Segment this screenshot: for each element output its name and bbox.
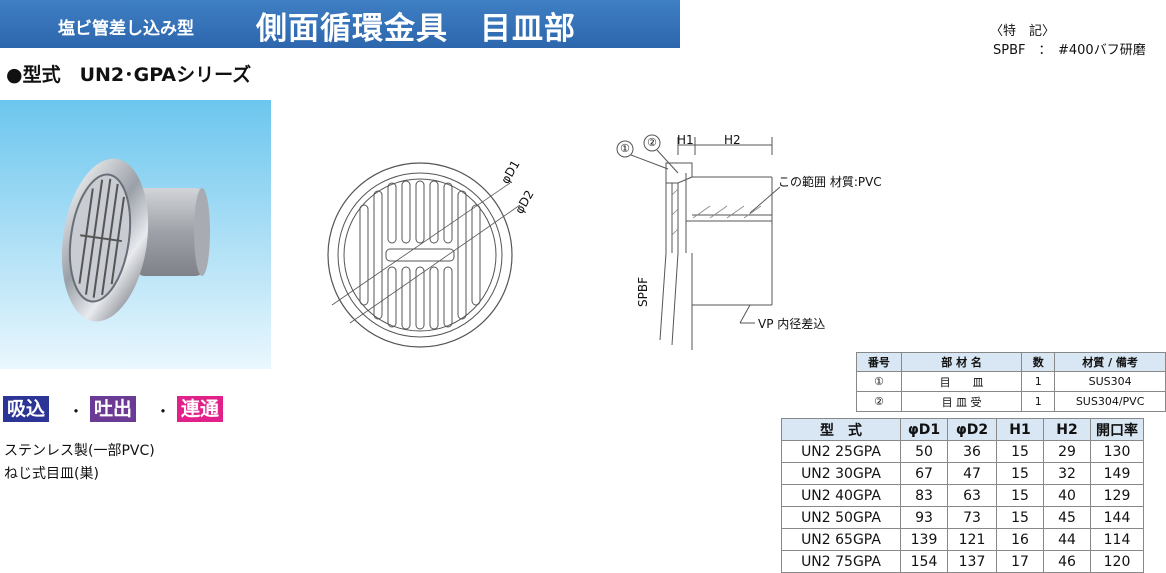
table-row: UN2 75GPA 154 137 17 46 120 xyxy=(781,550,1144,573)
spec-table: 型 式 φD1 φD2 H1 H2 開口率 UN2 25GPA 50 36 15… xyxy=(781,418,1144,573)
table-cell: 目 皿 xyxy=(900,371,1023,392)
h2-label: H2 xyxy=(724,133,741,147)
table-cell: 47 xyxy=(947,462,997,485)
table-cell: 40 xyxy=(1043,484,1091,507)
table-cell: 144 xyxy=(1090,506,1144,529)
table-cell: 93 xyxy=(900,506,948,529)
table-cell: 114 xyxy=(1090,528,1144,551)
parts-header-row: 番号 部 材 名 数 材質 / 備考 xyxy=(856,352,1166,372)
vp-insert-note: VP 内径差込 xyxy=(758,317,826,331)
badge-suction: 吸込 xyxy=(3,396,50,422)
table-cell: 63 xyxy=(947,484,997,507)
parts-header-cell: 数 xyxy=(1021,352,1056,372)
spec-header-cell: 型 式 xyxy=(781,418,901,441)
table-cell: 16 xyxy=(996,528,1044,551)
table-cell: 1 xyxy=(1021,391,1056,412)
table-cell: UN2 50GPA xyxy=(781,506,901,529)
table-cell: UN2 40GPA xyxy=(781,484,901,507)
table-cell: 36 xyxy=(947,440,997,463)
table-cell: 目 皿 受 xyxy=(900,391,1023,412)
table-cell: 121 xyxy=(947,528,997,551)
table-cell: 15 xyxy=(996,484,1044,507)
table-cell: 130 xyxy=(1090,440,1144,463)
table-cell: 32 xyxy=(1043,462,1091,485)
table-row: ② 目 皿 受 1 SUS304/PVC xyxy=(856,391,1166,412)
table-cell: ② xyxy=(856,391,902,412)
parts-header-cell: 番号 xyxy=(856,352,902,372)
badge-discharge: 吐出 xyxy=(90,396,137,422)
title-banner: 塩ビ管差し込み型 側面循環金具 目皿部 xyxy=(0,0,680,48)
front-view-drawing: φD1 φD2 xyxy=(320,155,560,359)
table-cell: 120 xyxy=(1090,550,1144,573)
table-row: ① 目 皿 1 SUS304 xyxy=(856,371,1166,392)
parts-table: 番号 部 材 名 数 材質 / 備考 ① 目 皿 1 SUS304 ② 目 皿 … xyxy=(856,352,1166,412)
spec-header-cell: H1 xyxy=(996,418,1044,441)
table-cell: 73 xyxy=(947,506,997,529)
part-1-marker: ① xyxy=(620,142,630,155)
spec-header-cell: 開口率 xyxy=(1090,418,1144,441)
badge-separator: ・ xyxy=(68,402,85,421)
table-cell: 46 xyxy=(1043,550,1091,573)
table-cell: 139 xyxy=(900,528,948,551)
banner-title: 側面循環金具 目皿部 xyxy=(256,11,576,47)
table-cell: UN2 75GPA xyxy=(781,550,901,573)
table-row: UN2 25GPA 50 36 15 29 130 xyxy=(781,440,1144,463)
spec-header-cell: H2 xyxy=(1043,418,1091,441)
drain-description: ねじ式目皿(巣) xyxy=(4,466,99,482)
table-cell: 129 xyxy=(1090,484,1144,507)
table-cell: SUS304 xyxy=(1054,371,1166,392)
table-cell: UN2 30GPA xyxy=(781,462,901,485)
table-cell: 67 xyxy=(900,462,948,485)
parts-header-cell: 材質 / 備考 xyxy=(1054,352,1166,372)
table-cell: 149 xyxy=(1090,462,1144,485)
section-view-drawing: ① ② H1 H2 この範囲 材質:PVC SPBF VP 内径差込 xyxy=(600,125,900,359)
table-row: UN2 40GPA 83 63 15 40 129 xyxy=(781,484,1144,507)
table-row: UN2 30GPA 67 47 15 32 149 xyxy=(781,462,1144,485)
notes-heading: 〈特 記〉 xyxy=(990,24,1056,39)
model-series-label: ●型式 UN2･GPAシリーズ xyxy=(6,64,252,86)
table-cell: 44 xyxy=(1043,528,1091,551)
spec-header-cell: φD2 xyxy=(947,418,997,441)
spec-header-row: 型 式 φD1 φD2 H1 H2 開口率 xyxy=(781,418,1144,441)
material-description: ステンレス製(一部PVC) xyxy=(4,443,155,459)
h1-label: H1 xyxy=(677,133,694,147)
table-cell: 45 xyxy=(1043,506,1091,529)
spbf-label: SPBF xyxy=(636,277,650,307)
table-cell: UN2 65GPA xyxy=(781,528,901,551)
table-cell: 50 xyxy=(900,440,948,463)
table-cell: SUS304/PVC xyxy=(1054,391,1166,412)
table-cell: 15 xyxy=(996,506,1044,529)
parts-header-cell: 部 材 名 xyxy=(900,352,1023,372)
range-material-note: この範囲 材質:PVC xyxy=(778,175,882,189)
table-cell: 29 xyxy=(1043,440,1091,463)
table-row: UN2 50GPA 93 73 15 45 144 xyxy=(781,506,1144,529)
table-cell: 15 xyxy=(996,462,1044,485)
spec-header-cell: φD1 xyxy=(900,418,948,441)
table-cell: 17 xyxy=(996,550,1044,573)
badge-separator: ・ xyxy=(155,402,172,421)
table-cell: 83 xyxy=(900,484,948,507)
table-cell: ① xyxy=(856,371,902,392)
part-2-marker: ② xyxy=(647,136,657,149)
table-cell: 154 xyxy=(900,550,948,573)
table-cell: 1 xyxy=(1021,371,1056,392)
product-photo xyxy=(0,100,271,369)
table-cell: 137 xyxy=(947,550,997,573)
badge-connect: 連通 xyxy=(177,396,224,422)
table-cell: 15 xyxy=(996,440,1044,463)
notes-text: SPBF ： #400バフ研磨 xyxy=(993,43,1146,58)
table-row: UN2 65GPA 139 121 16 44 114 xyxy=(781,528,1144,551)
banner-subtitle: 塩ビ管差し込み型 xyxy=(58,19,194,39)
table-cell: UN2 25GPA xyxy=(781,440,901,463)
